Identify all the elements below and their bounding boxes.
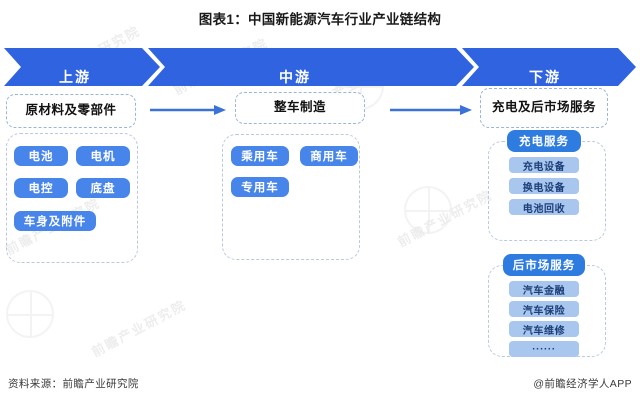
- watermark-text: 前瞻产业研究院: [395, 187, 495, 250]
- watermark-text: 前瞻产业研究院: [89, 297, 189, 360]
- arrow-midstream-to-downstream-icon: [390, 104, 472, 116]
- midstream-item-special-vehicle[interactable]: 专用车: [231, 177, 289, 197]
- upstream-item-electronic-control[interactable]: 电控: [14, 178, 68, 198]
- charging-item-battery-recycling[interactable]: 电池回收: [509, 199, 579, 215]
- source-note: 资料来源：前瞻产业研究院: [8, 378, 139, 390]
- upstream-group-container: [6, 133, 138, 263]
- midstream-head-box: 整车制造: [235, 92, 365, 124]
- downstream-head-box: 充电及后市场服务: [480, 88, 608, 128]
- credit-note: @前瞻经济学人APP: [533, 378, 632, 390]
- after-market-service-head[interactable]: 后市场服务: [503, 254, 585, 276]
- watermark-globe-icon: [404, 186, 452, 234]
- upstream-item-body-and-accessories[interactable]: 车身及附件: [14, 211, 96, 231]
- after-market-item-auto-insurance[interactable]: 汽车保险: [509, 301, 579, 317]
- arrow-upstream-to-midstream-icon: [150, 104, 226, 116]
- upstream-item-battery[interactable]: 电池: [14, 146, 68, 166]
- charging-item-charging-equipment[interactable]: 充电设备: [509, 157, 579, 173]
- after-market-item-auto-maintenance[interactable]: 汽车维修: [509, 321, 579, 337]
- charging-service-head[interactable]: 充电服务: [507, 130, 581, 152]
- watermark-globe-icon: [6, 290, 54, 338]
- upstream-head-box: 原材料及零部件: [6, 94, 136, 128]
- after-market-item-more[interactable]: ······: [509, 341, 579, 357]
- upstream-item-chassis[interactable]: 底盘: [76, 178, 130, 198]
- upstream-item-motor[interactable]: 电机: [76, 146, 130, 166]
- value-chain-banner: [4, 48, 636, 86]
- page-title: 图表1：中国新能源汽车行业产业链结构: [198, 12, 442, 27]
- after-market-item-auto-finance[interactable]: 汽车金融: [509, 281, 579, 297]
- midstream-group-container: [222, 134, 360, 260]
- charging-item-battery-swap-equipment[interactable]: 换电设备: [509, 178, 579, 194]
- midstream-item-commercial-vehicle[interactable]: 商用车: [300, 146, 358, 166]
- midstream-item-passenger-vehicle[interactable]: 乘用车: [231, 146, 289, 166]
